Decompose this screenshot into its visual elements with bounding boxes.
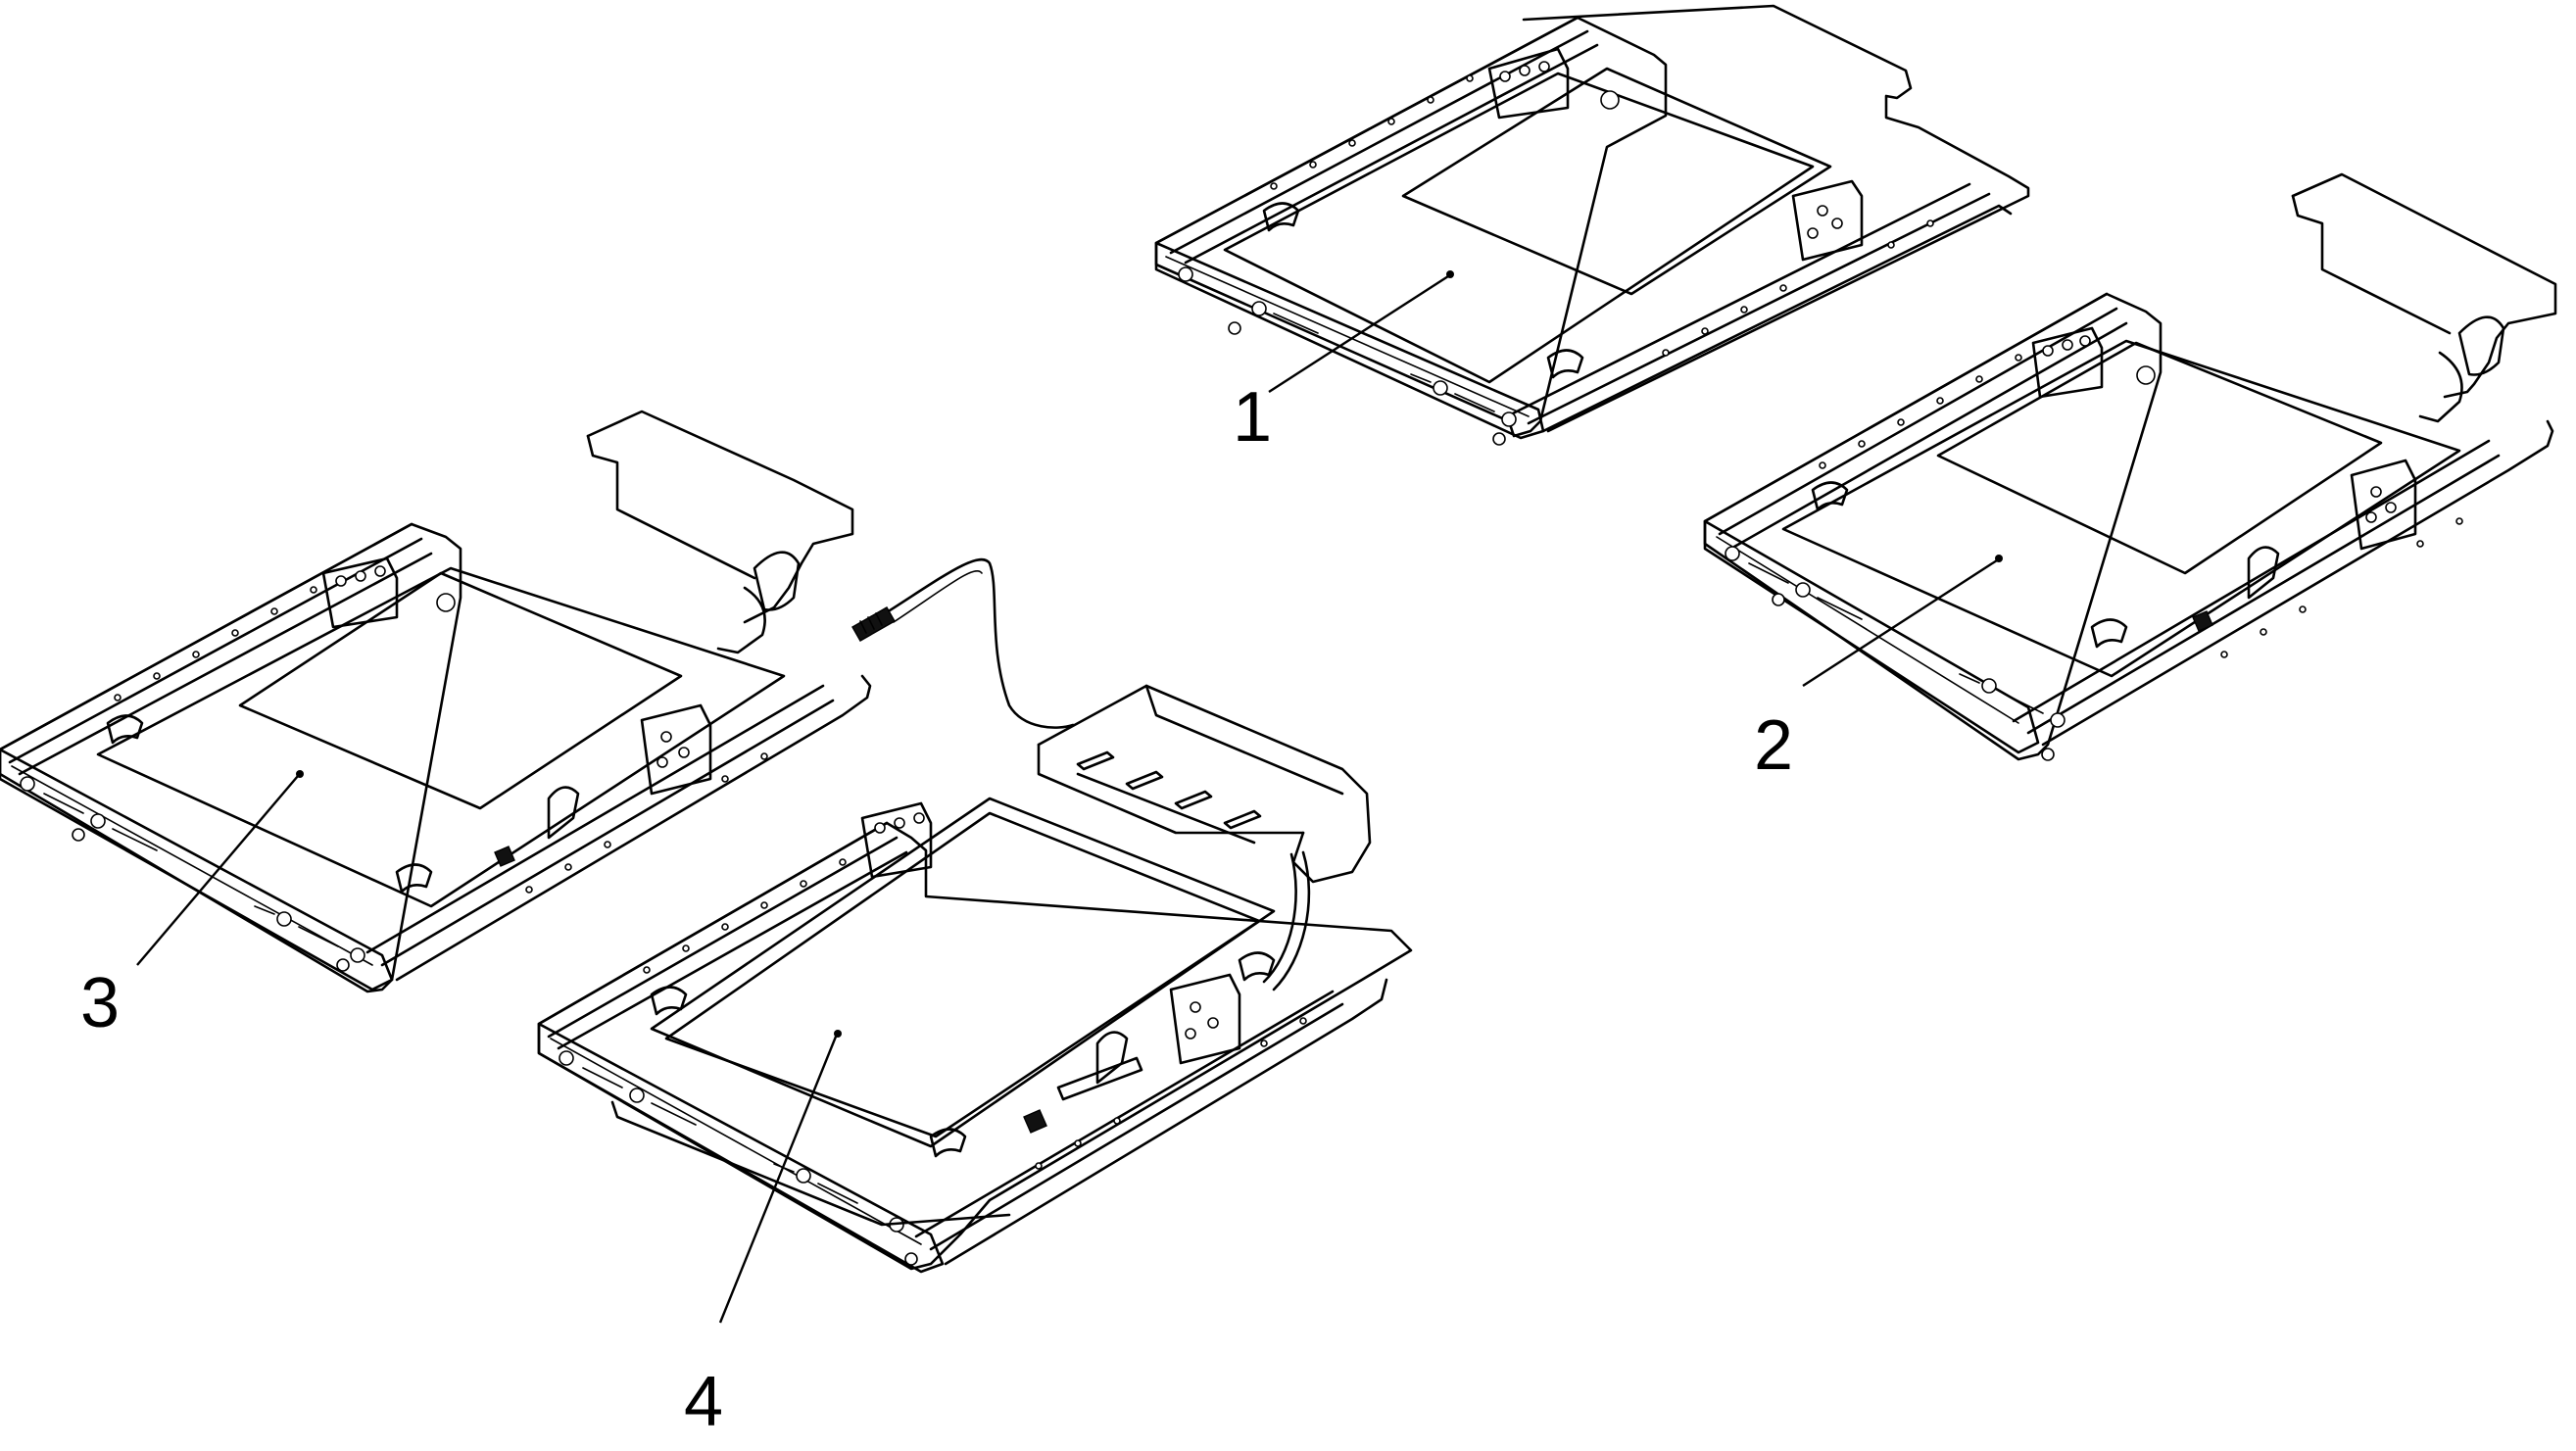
rail-holes-3 [114, 586, 768, 894]
callout-label: 3 [80, 964, 120, 1042]
callout-4: 4 [684, 1036, 838, 1441]
callout-2: 2 [1754, 558, 1998, 785]
rail-holes-4 [643, 858, 1307, 1170]
seat-frame-assembly-2 [1703, 172, 2557, 761]
seat-frame-assembly-3 [0, 410, 1075, 993]
callout-label: 4 [684, 1363, 723, 1441]
seat-frame-assembly-4 [537, 684, 1413, 1274]
callout-1: 1 [1233, 274, 1449, 457]
callout-label: 1 [1233, 378, 1272, 457]
seat-frame-assembly-1 [1154, 4, 2030, 446]
callout-3: 3 [80, 775, 299, 1042]
rail-holes-2 [1819, 354, 2463, 658]
callout-label: 2 [1754, 706, 1793, 785]
rail-holes-1 [1270, 74, 1934, 357]
